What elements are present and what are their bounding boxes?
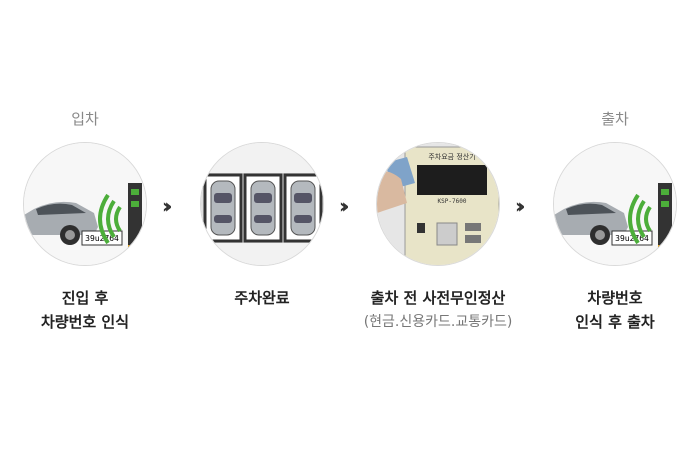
double-chevron-right-icon: ›› [162,194,173,218]
entry-circle: 39u2764 [23,142,147,266]
entry-plate-text: 39u2764 [85,234,119,243]
exit-plate-text: 39u2764 [615,234,649,243]
signal-waves-icon [628,193,652,245]
payment-caption-line1: 출차 전 사전무인정산 [370,289,506,307]
machine-title: 주차요금 정산기 [428,152,475,161]
parking-circle [200,142,324,266]
entry-caption-line2: 차량번호 인식 [40,313,130,331]
exit-circle: 39u2764 [553,142,677,266]
entry-caption: 진입 후 차량번호 인식 [0,286,180,334]
car-icon [554,201,628,245]
exit-caption-line1: 차량번호 [587,289,643,307]
payment-circle: 주차요금 정산기 KSP-7600 [376,142,500,266]
payment-caption: 출차 전 사전무인정산 (현금.신용카드.교통카드) [343,286,533,334]
parking-caption: 주차완료 [167,286,357,310]
payment-kiosk-icon: 주차요금 정산기 KSP-7600 [377,143,499,265]
machine-model: KSP-7600 [438,198,467,205]
parking-lot-icon [201,143,323,265]
exit-caption: 차량번호 인식 후 출차 [520,286,700,334]
payment-caption-line2: (현금.신용카드.교통카드) [363,314,513,330]
car-icon [24,201,98,245]
exit-label: 출차 [601,110,629,128]
entry-label: 입차 [71,110,99,128]
entry-caption-line1: 진입 후 [61,289,109,307]
signal-waves-icon [98,193,122,245]
exit-caption-line2: 인식 후 출차 [575,313,655,331]
parking-caption-line1: 주차완료 [234,289,290,307]
double-chevron-right-icon: ›› [515,194,526,218]
double-chevron-right-icon: ›› [339,194,350,218]
